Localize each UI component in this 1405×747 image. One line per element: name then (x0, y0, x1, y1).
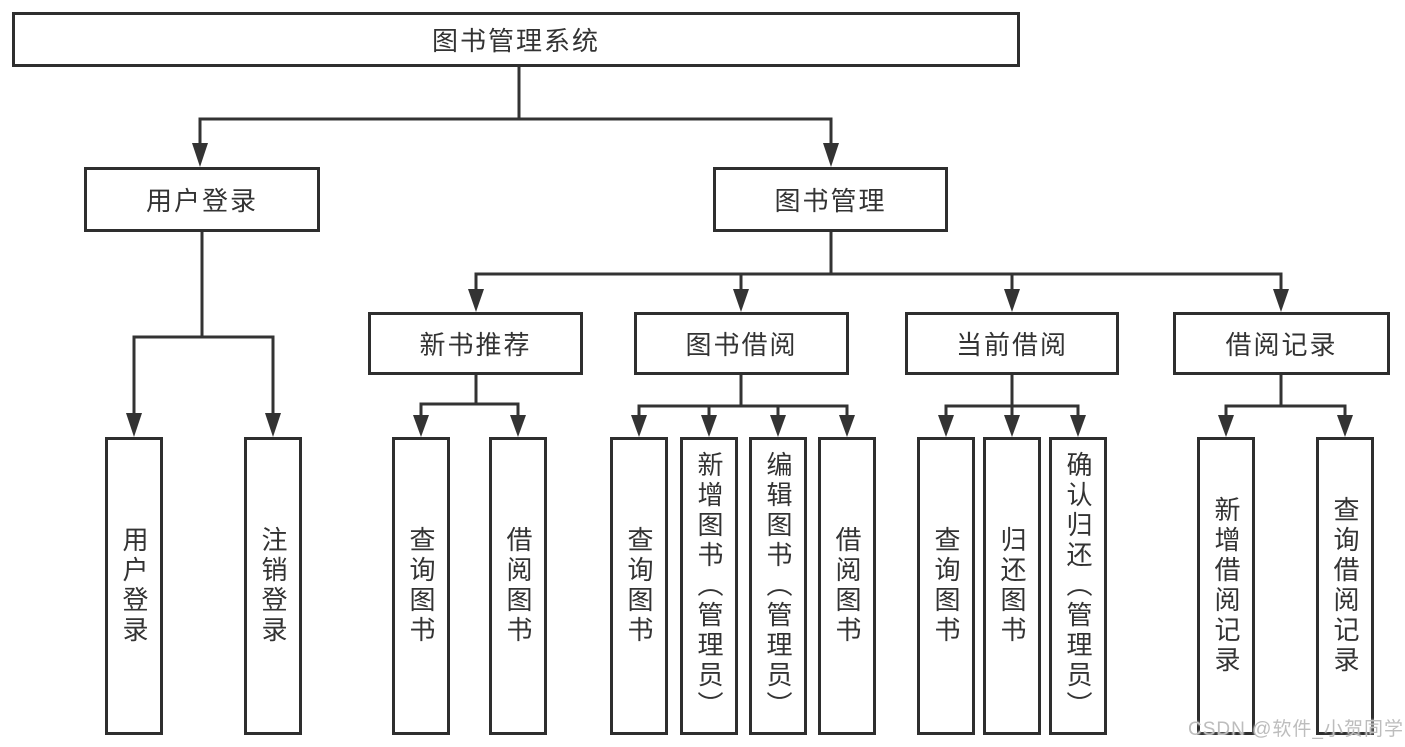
leaf-borrow-add-book-admin: 新增图书（管理员） (680, 437, 738, 735)
leaf-logout: 注销登录 (244, 437, 302, 735)
leaf-records-query-record: 查询借阅记录 (1316, 437, 1374, 735)
node-user-login: 用户登录 (84, 167, 320, 232)
node-new-book-recommendation: 新书推荐 (368, 312, 583, 375)
leaf-current-confirm-return-admin: 确认归还（管理员） (1049, 437, 1107, 735)
node-label: 借阅记录 (1225, 330, 1338, 360)
leaf-borrow-edit-book-admin: 编辑图书（管理员） (749, 437, 807, 735)
leaf-label: 新增借阅记录 (1211, 496, 1241, 676)
leaf-current-return-book: 归还图书 (983, 437, 1041, 735)
node-label: 用户登录 (145, 186, 258, 216)
leaf-label: 查询图书 (624, 526, 654, 646)
leaf-label: 借阅图书 (832, 526, 862, 646)
leaf-label: 用户登录 (119, 526, 149, 646)
node-book-borrowing: 图书借阅 (634, 312, 849, 375)
leaf-current-query-book: 查询图书 (917, 437, 975, 735)
leaf-records-add-record: 新增借阅记录 (1197, 437, 1255, 735)
leaf-user-login: 用户登录 (105, 437, 163, 735)
node-borrowing-records: 借阅记录 (1173, 312, 1390, 375)
leaf-label: 编辑图书（管理员） (763, 451, 793, 721)
watermark: CSDN @软件_小贺同学 (1188, 719, 1404, 740)
leaf-label: 确认归还（管理员） (1063, 451, 1093, 721)
leaf-label: 查询图书 (406, 526, 436, 646)
leaf-label: 归还图书 (997, 526, 1027, 646)
leaf-borrow-borrow-book: 借阅图书 (818, 437, 876, 735)
leaf-label: 查询借阅记录 (1330, 496, 1360, 676)
node-label: 图书管理 (774, 186, 887, 216)
node-label: 当前借阅 (955, 330, 1068, 360)
node-label: 图书借阅 (685, 330, 798, 360)
node-label: 图书管理系统 (431, 26, 600, 56)
node-library-management-system: 图书管理系统 (12, 12, 1020, 67)
leaf-label: 注销登录 (258, 526, 288, 646)
leaf-borrow-query-book: 查询图书 (610, 437, 668, 735)
node-label: 新书推荐 (419, 330, 532, 360)
leaf-recommend-borrow-book: 借阅图书 (489, 437, 547, 735)
leaf-label: 新增图书（管理员） (694, 451, 724, 721)
leaf-label: 借阅图书 (503, 526, 533, 646)
node-book-management: 图书管理 (713, 167, 948, 232)
leaf-recommend-query-book: 查询图书 (392, 437, 450, 735)
node-current-borrowing: 当前借阅 (905, 312, 1119, 375)
leaf-label: 查询图书 (931, 526, 961, 646)
